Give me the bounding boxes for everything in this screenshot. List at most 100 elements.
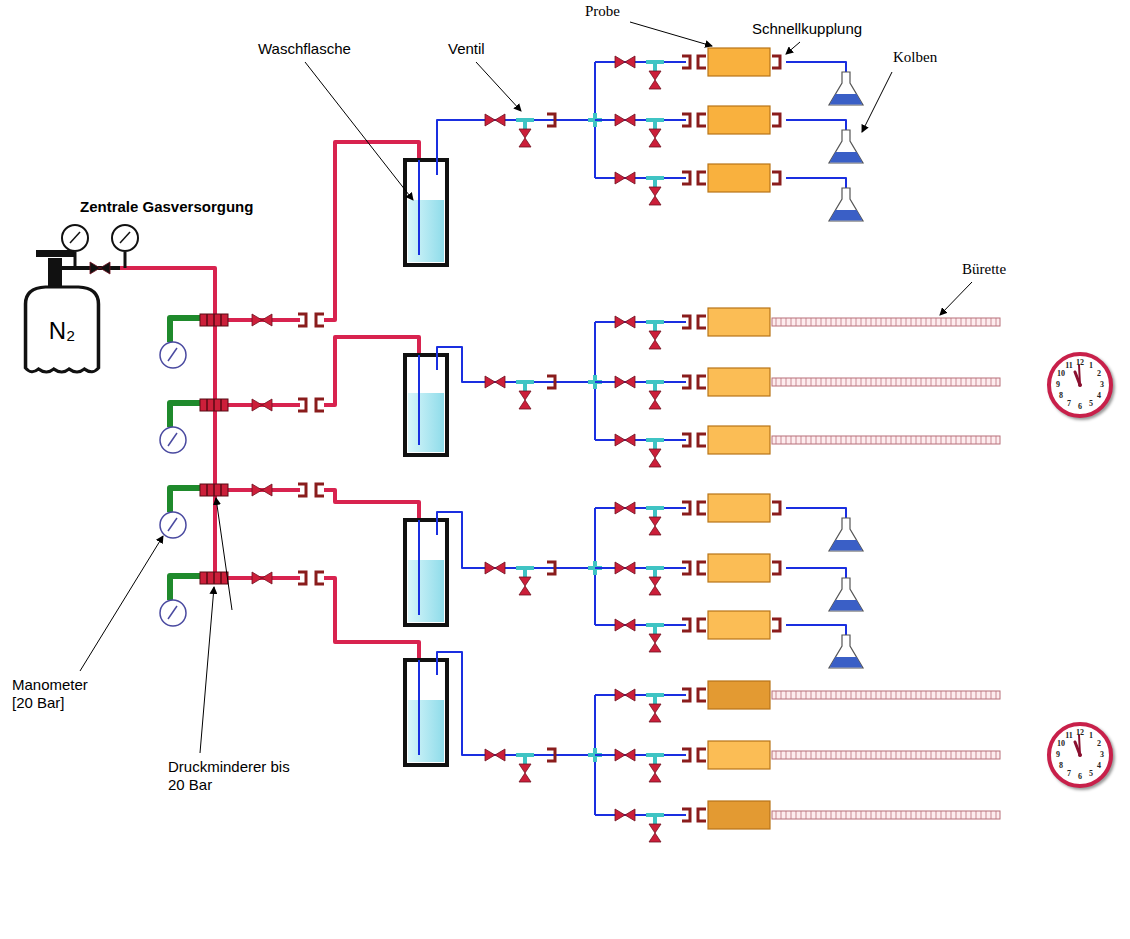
burette: [772, 751, 1000, 759]
valve-symbol: [625, 809, 635, 821]
clock-number: 11: [1065, 362, 1073, 370]
sample-line: [595, 119, 686, 121]
sample-line: [595, 754, 686, 756]
valve-symbol: [252, 314, 262, 326]
clock-number: 5: [1089, 400, 1093, 408]
valve-symbol: [615, 689, 625, 701]
clock-number: 2: [1097, 370, 1101, 378]
clock-number: 4: [1097, 392, 1101, 400]
cylinder-gauge: [112, 225, 138, 251]
valve-symbol: [252, 399, 262, 411]
sample-box: [708, 368, 770, 396]
valve-symbol: [485, 749, 495, 761]
valve-symbol: [625, 316, 635, 328]
valve-symbol: [262, 484, 272, 496]
quick-coupling: [698, 316, 706, 328]
tee-fitting: [653, 625, 657, 634]
callout-label: Manometer [20 Bar]: [12, 676, 107, 712]
pressure-reducer: [200, 484, 228, 496]
sample-box: [708, 308, 770, 336]
sample-box: [708, 554, 770, 582]
leader-line: [630, 22, 712, 46]
clock-number: 10: [1057, 370, 1065, 378]
drain-valve: [649, 80, 661, 89]
gauge-fitting: [170, 576, 202, 600]
pressure-reducer: [213, 314, 215, 326]
drain-valve: [519, 586, 531, 595]
outlet-tube: [437, 512, 488, 568]
clock: 121234567891011: [1047, 352, 1113, 418]
sample-line: [595, 177, 686, 179]
drain-valve: [649, 458, 661, 467]
quick-coupling: [547, 749, 555, 761]
callout-label: Bürette: [962, 260, 1006, 278]
valve-symbol: [615, 114, 625, 126]
leader-line: [200, 587, 214, 753]
valve-symbol: [615, 502, 625, 514]
sample-box: [708, 164, 770, 192]
clock-number: 11: [1065, 732, 1073, 740]
sample-box: [708, 801, 770, 829]
valve-symbol: [495, 749, 505, 761]
quick-coupling: [316, 572, 324, 584]
burette: [772, 378, 1000, 386]
callout-label: Druckminderer bis 20 Bar: [168, 758, 298, 794]
drain-valve: [649, 71, 661, 80]
quick-coupling: [698, 689, 706, 701]
sample-line: [595, 814, 686, 816]
valve-symbol: [625, 749, 635, 761]
quick-coupling: [698, 502, 706, 514]
valve-symbol: [625, 562, 635, 574]
clock-hand: [1079, 365, 1080, 385]
tee-fitting: [523, 382, 527, 391]
quick-coupling: [298, 484, 306, 496]
leader-line: [216, 498, 232, 610]
flask-liquid: [830, 94, 863, 105]
cylinder-valve: [48, 258, 62, 286]
flask-liquid: [830, 540, 863, 551]
tee-fitting: [653, 120, 657, 129]
flask-liquid: [830, 210, 863, 221]
wash-bottle: [405, 355, 447, 455]
feed-pipe: [324, 490, 419, 520]
leader-line: [940, 282, 972, 315]
flask-liquid: [830, 152, 863, 163]
quick-coupling: [698, 562, 706, 574]
outlet-line: [786, 120, 846, 130]
drain-valve: [519, 773, 531, 782]
valve-symbol: [615, 749, 625, 761]
gauge-needle: [168, 518, 177, 531]
quick-coupling: [298, 314, 306, 326]
tee-fitting: [653, 382, 657, 391]
quick-coupling: [298, 399, 306, 411]
pressure-reducer: [200, 572, 228, 584]
quick-coupling: [698, 56, 706, 68]
flask: [829, 188, 863, 221]
cylinder-handle: [36, 250, 74, 257]
valve-symbol: [625, 56, 635, 68]
drain-valve: [649, 196, 661, 205]
drain-valve: [649, 449, 661, 458]
quick-coupling: [547, 114, 555, 126]
gauge-fitting: [170, 488, 202, 512]
clock-number: 9: [1056, 381, 1060, 389]
pressure-reducer: [206, 399, 208, 411]
quick-coupling: [772, 56, 780, 68]
drain-valve: [649, 824, 661, 833]
cylinder-gauge: [62, 225, 88, 251]
pressure-reducer: [220, 572, 222, 584]
outlet-line: [786, 178, 846, 188]
leader-line: [862, 72, 892, 132]
sample-line: [595, 507, 686, 509]
flask: [829, 518, 863, 551]
flask: [829, 130, 863, 163]
valve-symbol: [495, 376, 505, 388]
sample-line: [595, 567, 686, 569]
clock-number: 6: [1078, 403, 1082, 411]
drain-valve: [649, 764, 661, 773]
quick-coupling: [316, 484, 324, 496]
tee-fitting: [653, 322, 657, 331]
gauge-needle: [168, 433, 177, 446]
drain-valve: [519, 391, 531, 400]
